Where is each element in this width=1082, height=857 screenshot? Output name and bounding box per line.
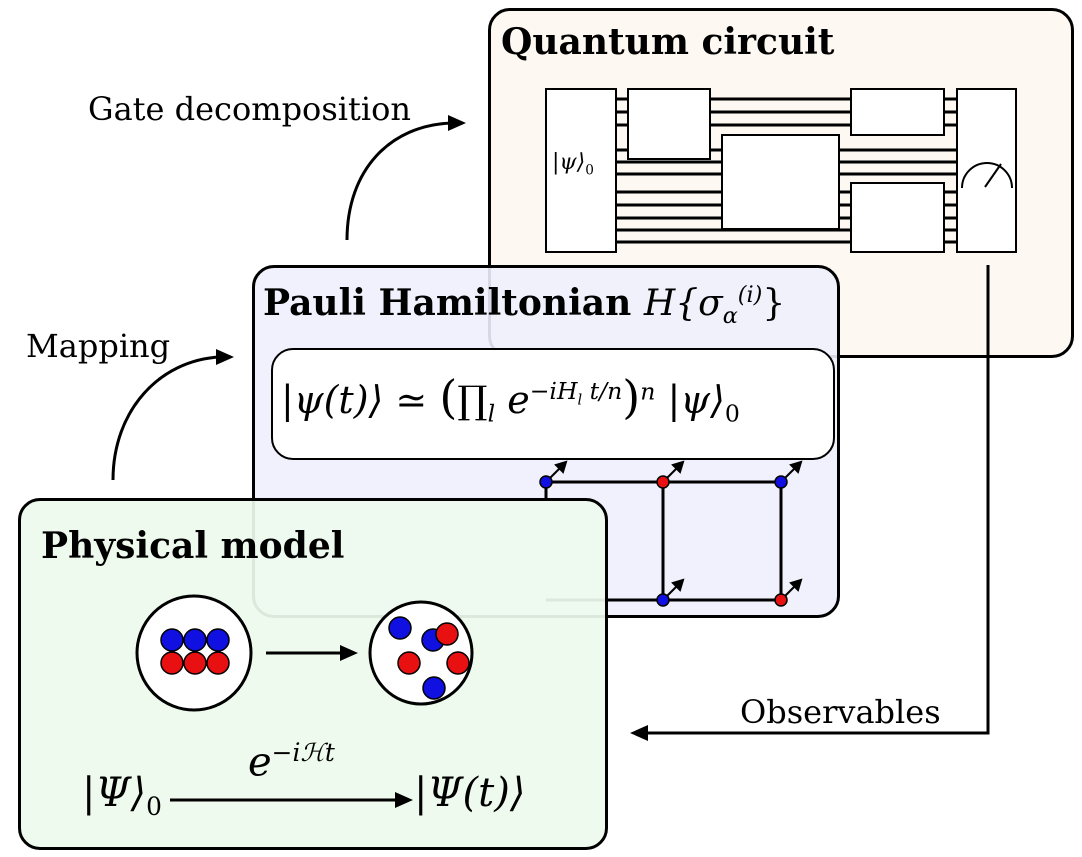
physical-model-title: Physical model [41, 525, 345, 567]
spin-site-red [774, 593, 788, 607]
circuit-state-ket: |ψ⟩ [552, 150, 586, 175]
time-evolution-arrowhead [395, 792, 413, 808]
particle-blue [388, 616, 412, 640]
particle-blue [160, 628, 184, 652]
particle-blue [422, 676, 446, 700]
mapping-arrowhead [216, 349, 234, 365]
gate-box [721, 134, 840, 230]
evolution-op-exp: −iℋt [271, 738, 335, 767]
particle-red [435, 622, 459, 646]
final-state-label: |Ψ(t)⟩ [414, 770, 526, 816]
spin-arrowhead [789, 460, 803, 474]
particle-red [397, 651, 421, 675]
particle-red [183, 651, 207, 675]
state-prep-box [545, 88, 617, 253]
circuit-state-sub: 0 [585, 162, 594, 179]
spin-arrowhead [554, 460, 568, 474]
trotter-exp-base: e [507, 378, 530, 422]
physical-model-panel: Physical model [18, 498, 608, 850]
title-math-sup: (i) [737, 282, 763, 308]
gate-decomposition-arrowhead [448, 115, 466, 131]
trotter-paren-close: ) [622, 370, 641, 424]
particle-blue [206, 628, 230, 652]
particle-blue [183, 628, 207, 652]
gate-box [850, 88, 945, 136]
mapping-label: Mapping [26, 327, 171, 365]
particle-red [446, 651, 470, 675]
trotter-frac-den: n [607, 377, 623, 406]
trotter-exp: −iH [529, 377, 578, 406]
particle-red [160, 651, 184, 675]
gate-box [627, 88, 711, 160]
title-math-sub: α [722, 303, 738, 330]
trotter-rhs-sub: 0 [724, 399, 740, 428]
spin-site-blue [539, 475, 553, 489]
observables-arrow [645, 265, 990, 735]
observables-label: Observables [740, 693, 941, 731]
spin-arrowhead [671, 460, 685, 474]
trotter-power: n [640, 377, 656, 406]
evolution-operator: e−iℋt [248, 738, 335, 785]
mapping-arrow [111, 355, 221, 481]
gate-decomposition-arrow [345, 121, 453, 241]
trotter-formula-box: |ψ(t)⟩ ≃ (∏l e−iHl t/n)n |ψ⟩0 [271, 348, 835, 460]
trotter-formula: |ψ(t)⟩ ≃ (∏l e−iHl t/n)n |ψ⟩0 [281, 370, 740, 428]
circuit-state-label: |ψ⟩0 [552, 150, 594, 178]
trotter-paren-open: ( [439, 370, 458, 424]
trotter-product-sub: l [487, 399, 496, 428]
trotter-rhs: |ψ⟩ [667, 378, 725, 422]
pauli-hamiltonian-title-math: H{σα(i)} [643, 282, 786, 329]
trotter-exp-sub: l [577, 392, 583, 410]
spin-arrowhead [789, 578, 803, 592]
initial-state-ket: |Ψ⟩ [82, 770, 147, 816]
gate-box [850, 182, 945, 253]
spin-site-red [656, 475, 670, 489]
initial-state-label: |Ψ⟩0 [82, 770, 162, 821]
evolution-op-base: e [248, 739, 272, 786]
trotter-frac-num: t [589, 377, 600, 406]
gate-decomposition-label: Gate decomposition [88, 90, 411, 128]
trotter-lhs: |ψ(t)⟩ ≃ [281, 378, 428, 422]
trotter-product: ∏ [457, 378, 488, 422]
title-math-main: H{σ [643, 283, 723, 324]
dynamics-arrowhead [340, 645, 358, 661]
title-math-close: } [762, 283, 786, 324]
quantum-circuit-title: Quantum circuit [501, 21, 835, 63]
particle-red [206, 651, 230, 675]
spin-arrowhead [671, 578, 685, 592]
meter-icon [961, 162, 1013, 189]
spin-site-blue [656, 593, 670, 607]
observables-arrowhead [630, 725, 648, 741]
pauli-hamiltonian-title-text: Pauli Hamiltonian [263, 282, 632, 324]
initial-state-sub: 0 [146, 792, 162, 821]
spin-site-blue [774, 475, 788, 489]
pauli-hamiltonian-title: Pauli Hamiltonian H{σα(i)} [263, 282, 785, 329]
